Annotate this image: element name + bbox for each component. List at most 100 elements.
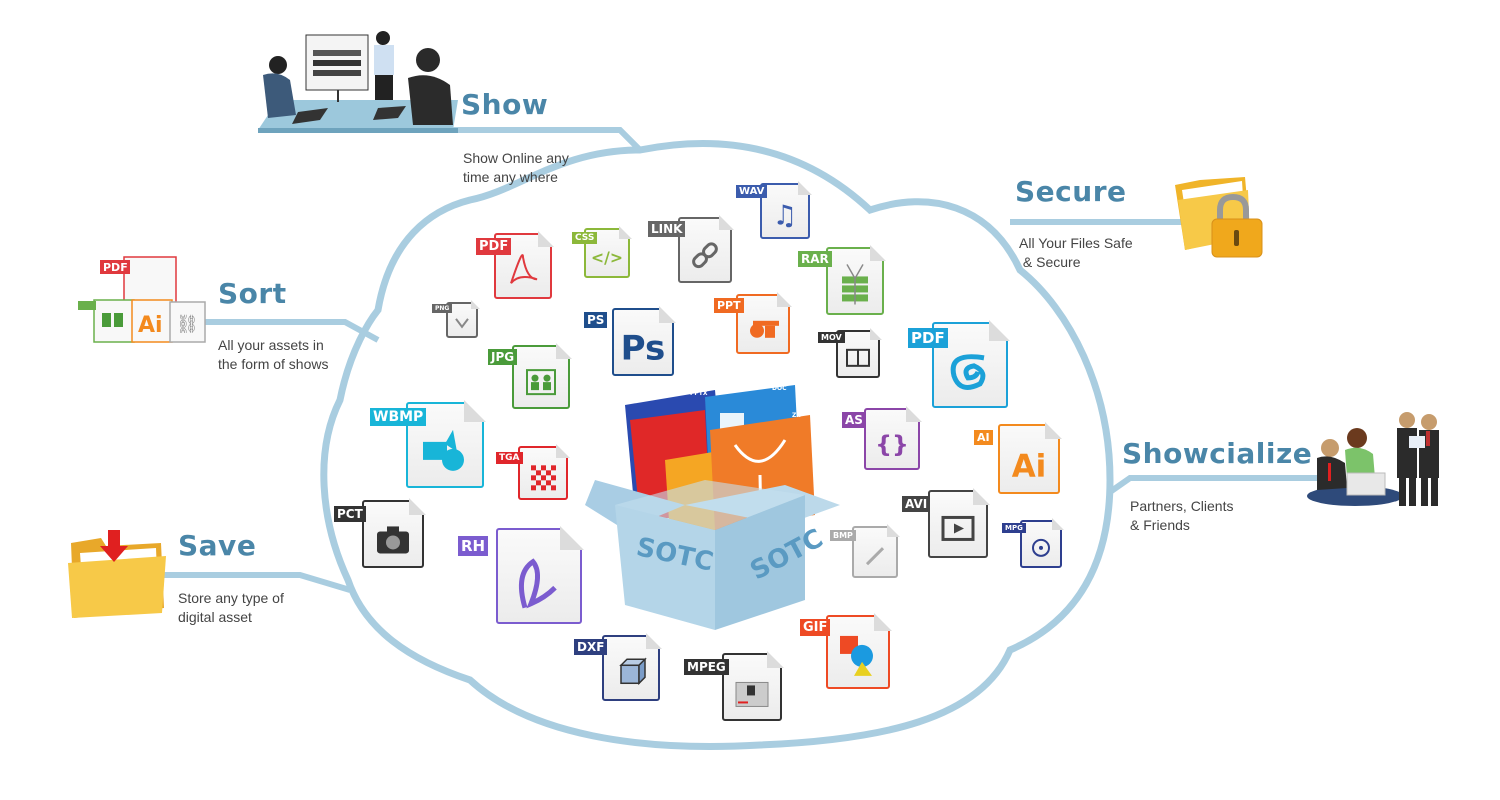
sotc-box-icon xyxy=(585,385,840,630)
file-icon-link: LINK xyxy=(648,215,734,283)
file-type-tag: JPG xyxy=(488,349,518,365)
svg-text:♫: ♫ xyxy=(773,199,798,231)
file-glyph-film-icon xyxy=(846,348,870,367)
sort-heading: Sort xyxy=(218,277,287,310)
show-heading: Show xyxy=(461,88,549,121)
file-icon-as: {} AS xyxy=(842,406,922,470)
file-icon-css: </> CSS xyxy=(572,226,632,278)
file-fold-corner xyxy=(659,306,676,323)
file-glyph-people-icon xyxy=(526,369,556,396)
file-fold-corner xyxy=(767,651,784,668)
save-connector xyxy=(162,572,351,593)
file-type-tag: TGA xyxy=(496,452,523,464)
file-type-tag: PCT xyxy=(334,506,366,522)
file-icon-avi: AVI xyxy=(902,488,990,558)
people-collaborating-icon xyxy=(1307,412,1439,506)
file-icon-mpg: MPG xyxy=(1002,518,1064,568)
file-glyph-camera-icon xyxy=(377,526,409,554)
file-fold-corner xyxy=(560,526,584,550)
file-glyph-shapes-icon xyxy=(423,429,464,471)
file-glyph-brush-icon xyxy=(865,547,885,566)
stack-tag-ai: Ai xyxy=(138,313,163,338)
file-fold-corner xyxy=(870,328,882,340)
svg-text:{}: {} xyxy=(875,430,908,458)
file-glyph-image-icon xyxy=(455,318,469,329)
file-icon-gif: GIF xyxy=(800,613,892,689)
file-type-tag: PDF xyxy=(908,328,948,348)
file-icon-body xyxy=(1020,520,1062,568)
file-fold-corner xyxy=(646,633,662,649)
file-fold-corner xyxy=(874,613,892,631)
file-fold-corner xyxy=(556,343,572,359)
file-glyph-Ai-icon: Ai xyxy=(1012,449,1047,485)
file-type-tag: LINK xyxy=(648,221,686,237)
svg-text:⛓: ⛓ xyxy=(176,314,199,335)
file-icon-body xyxy=(518,446,568,500)
file-type-tag: DXF xyxy=(574,639,608,655)
file-fold-corner xyxy=(989,320,1010,341)
show-description: Show Online any time any where xyxy=(463,150,569,185)
file-type-tag: WAV xyxy=(736,185,768,198)
file-glyph-play-icon xyxy=(941,515,975,541)
file-fold-corner xyxy=(471,300,480,309)
file-fold-corner xyxy=(409,498,426,515)
file-glyph-spiral-icon xyxy=(950,354,986,390)
file-type-tag: MPEG xyxy=(684,659,729,675)
save-description: Store any type of digital asset xyxy=(178,590,284,625)
file-glyph-reel-icon xyxy=(1032,538,1050,557)
file-glyph-script-icon xyxy=(518,558,557,609)
save-heading: Save xyxy=(178,529,257,562)
file-fold-corner xyxy=(906,406,922,422)
file-glyph--icon: {} xyxy=(875,430,908,458)
file-type-tag: AS xyxy=(842,412,866,428)
file-fold-corner xyxy=(719,215,734,230)
file-type-tag: GIF xyxy=(800,619,831,636)
file-fold-corner xyxy=(870,245,886,261)
svg-text:Ai: Ai xyxy=(1012,449,1047,485)
showcialize-heading: Showcialize xyxy=(1122,437,1313,470)
file-fold-corner xyxy=(538,231,554,247)
file-icon-png: PNG xyxy=(432,300,480,338)
svg-text:Ps: Ps xyxy=(621,328,666,368)
file-fold-corner xyxy=(464,400,486,422)
file-icon-jpg: JPG xyxy=(488,343,572,409)
box-doc-doc: DOC xyxy=(772,385,787,392)
box-doc-zip: ZIP xyxy=(792,412,803,419)
secure-heading: Secure xyxy=(1015,175,1127,208)
file-glyph-chain-icon xyxy=(692,242,718,269)
file-icon-wav: ♫ WAV xyxy=(736,181,812,239)
file-icon-mov: MOV xyxy=(818,328,882,378)
folder-download-icon xyxy=(68,530,166,618)
sort-description: All your assets in the form of shows xyxy=(218,337,329,372)
file-type-tag: PDF xyxy=(476,238,512,255)
file-icon-pct: PCT xyxy=(334,498,426,568)
file-type-tag: MOV xyxy=(818,332,845,343)
file-type-tag: BMP xyxy=(830,530,856,541)
stack-tag-pdf: PDF xyxy=(103,261,128,274)
file-fold-corner xyxy=(1045,422,1062,439)
file-type-tag: WBMP xyxy=(370,408,427,426)
file-type-tag: RH xyxy=(458,536,489,556)
file-fold-corner xyxy=(798,181,812,195)
file-glyph-acrobat-icon xyxy=(510,254,538,284)
file-glyph-gifshapes-icon xyxy=(840,635,873,676)
file-icon-tga: TGA xyxy=(496,444,570,500)
file-glyph-zip-icon xyxy=(842,264,868,305)
file-type-tag: MPG xyxy=(1002,523,1026,533)
file-fold-corner xyxy=(777,292,792,307)
box-doc-pptx: PPTX xyxy=(690,390,708,397)
file-icon-rar: RAR xyxy=(798,245,886,315)
file-glyph--icon: </> xyxy=(591,248,623,267)
file-type-tag: RAR xyxy=(798,251,832,267)
cloud-outline xyxy=(320,140,1114,750)
file-type-tag: AVI xyxy=(902,496,931,512)
file-type-tag: CSS xyxy=(572,232,598,244)
sort-connector xyxy=(205,319,380,343)
showcialize-connector xyxy=(1108,475,1320,495)
file-icon-rh: RH xyxy=(458,526,584,624)
file-glyph-chart-icon xyxy=(750,320,779,338)
file-fold-corner xyxy=(973,488,990,505)
